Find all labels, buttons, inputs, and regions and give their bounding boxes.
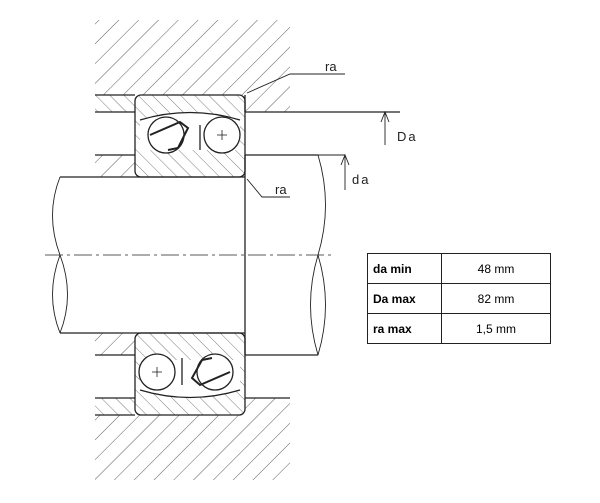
ra-bottom-label: ra: [275, 182, 287, 197]
housing-top: [95, 20, 290, 177]
table-key: ra max: [367, 313, 442, 344]
Da-label: Da: [397, 129, 418, 144]
bearing-bottom: [134, 332, 246, 416]
table-key: da min: [367, 253, 442, 284]
housing-lines: [95, 94, 400, 416]
bearing-top: [134, 94, 246, 178]
shaft: [45, 154, 335, 356]
table-key: Da max: [367, 283, 442, 314]
da-label: da: [352, 172, 371, 187]
dimension-lines: [245, 73, 390, 198]
table-value: 1,5 mm: [441, 313, 551, 344]
housing-bottom: [95, 333, 290, 480]
table-value: 48 mm: [441, 253, 551, 284]
ra-top-label: ra: [325, 59, 337, 74]
table-value: 82 mm: [441, 283, 551, 314]
